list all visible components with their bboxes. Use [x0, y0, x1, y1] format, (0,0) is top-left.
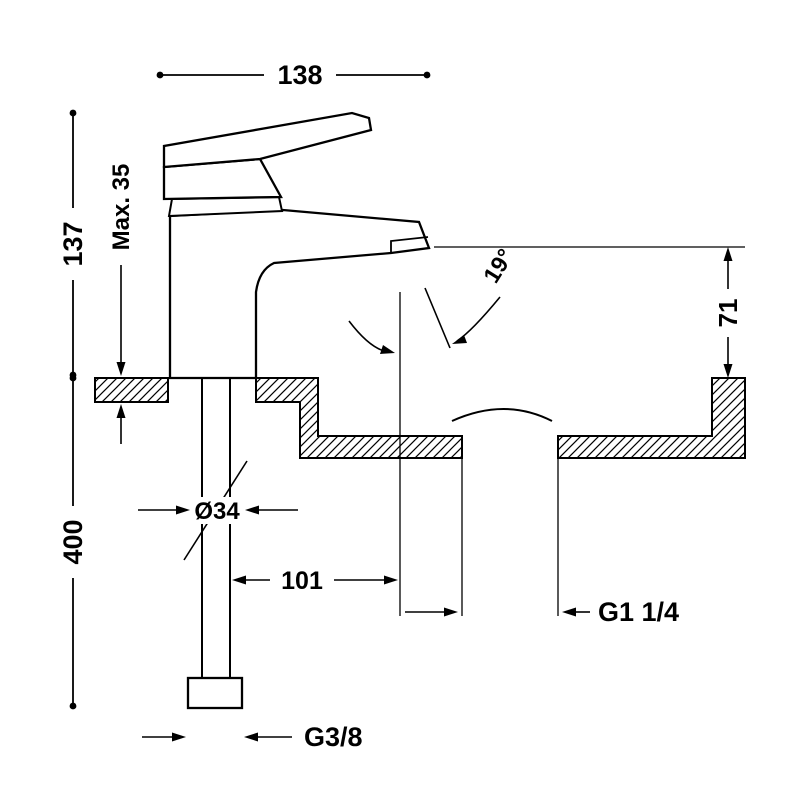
arrow-right-icon [384, 575, 398, 585]
dimension-inlet-thread: G3/8 [142, 722, 363, 752]
waste-dome-arc [451, 408, 553, 422]
max-thickness-label: Max. 35 [108, 164, 135, 251]
arrow-down-icon [116, 362, 126, 376]
inlet-connector [186, 676, 244, 710]
angle-arrow-left-icon [380, 345, 395, 354]
dimension-reach: 101 [232, 567, 398, 595]
length-below-label: 400 [58, 519, 88, 564]
arrow-left-icon [244, 732, 258, 742]
inlet-thread-label: G3/8 [304, 722, 363, 752]
arrow-right-icon [172, 732, 186, 742]
arrow-right-icon [444, 607, 458, 617]
reach-label: 101 [281, 567, 323, 595]
width-top-label: 138 [277, 60, 322, 90]
faucet-body-spout [168, 208, 431, 380]
waste-thread-label: G1 1/4 [598, 597, 679, 627]
handle-lever [162, 111, 373, 169]
arrow-up-icon [723, 247, 733, 261]
diameter-label: Ø34 [194, 498, 240, 525]
dimension-waste-thread: G1 1/4 [405, 597, 679, 627]
arrow-down-icon [723, 364, 733, 378]
height-right-label: 71 [713, 299, 743, 328]
dimension-max-thickness: Max. 35 [108, 164, 135, 444]
stream-direction-line [424, 287, 451, 349]
dimension-height-right: 71 [434, 246, 745, 378]
arrow-left-icon [245, 505, 259, 515]
counter-slab-left [94, 377, 169, 403]
label-mask [184, 497, 250, 524]
dimension-width-top: 138 [156, 60, 431, 90]
arrow-left-icon [562, 607, 576, 617]
arrow-right-icon [176, 505, 190, 515]
dimension-length-below: 400 [58, 374, 88, 710]
aerator-detail [390, 236, 429, 253]
dimension-height-left: 137 [58, 109, 88, 379]
height-left-label: 137 [58, 221, 88, 266]
faucet-body-group [162, 111, 431, 380]
arrow-left-icon [232, 575, 246, 585]
supply-pipe [186, 378, 244, 710]
angle-arc-left [348, 320, 385, 352]
angle-arrow-right-icon [452, 335, 467, 344]
arrow-up-icon [116, 404, 126, 418]
countertop-section [94, 377, 746, 616]
dimension-diameter: Ø34 [138, 460, 298, 561]
